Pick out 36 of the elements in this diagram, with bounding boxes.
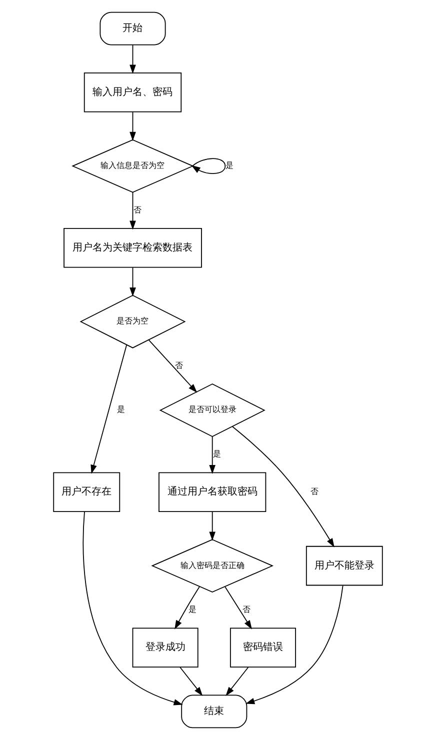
arrow xyxy=(130,267,136,297)
arrow xyxy=(130,192,136,230)
arrow xyxy=(224,586,252,630)
node-diamond: 输入信息是否为空 xyxy=(72,139,194,193)
edge-label: 是 xyxy=(117,404,125,414)
edge-label: 否 xyxy=(242,604,251,614)
edge-label: 是 xyxy=(212,448,221,459)
arrow xyxy=(226,666,249,696)
arrow xyxy=(90,344,128,474)
node-box: 输入用户名、密码 xyxy=(84,72,182,112)
arrow xyxy=(246,585,344,704)
arrow xyxy=(209,436,216,474)
node-box: 登录成功 xyxy=(132,628,198,668)
arrow xyxy=(130,44,136,74)
edge-label: 是 xyxy=(188,604,196,614)
arrow xyxy=(82,511,183,706)
edge-label: 否 xyxy=(174,360,183,370)
node-diamond: 输入密码是否正确 xyxy=(151,539,274,593)
node-box: 通过用户名获取密码 xyxy=(158,472,266,512)
node-box: 用户不存在 xyxy=(53,472,120,512)
arrow xyxy=(180,666,203,696)
node-box: 密码错误 xyxy=(230,628,296,668)
node-box: 用户不能登录 xyxy=(306,546,383,586)
node-box: 结束 xyxy=(181,694,248,728)
edge-label: 否 xyxy=(310,486,319,496)
arrow xyxy=(209,511,216,541)
arrow xyxy=(174,586,200,630)
arrow xyxy=(148,340,198,393)
node-box: 开始 xyxy=(100,12,166,46)
edge-label: 否 xyxy=(133,204,142,214)
node-box: 用户名为关键字检索数据表 xyxy=(64,228,202,268)
arrow xyxy=(191,158,226,174)
node-diamond: 是否为空 xyxy=(80,294,186,348)
arrow xyxy=(232,426,334,548)
edge-label: 是 xyxy=(226,160,234,170)
arrow xyxy=(130,112,136,141)
